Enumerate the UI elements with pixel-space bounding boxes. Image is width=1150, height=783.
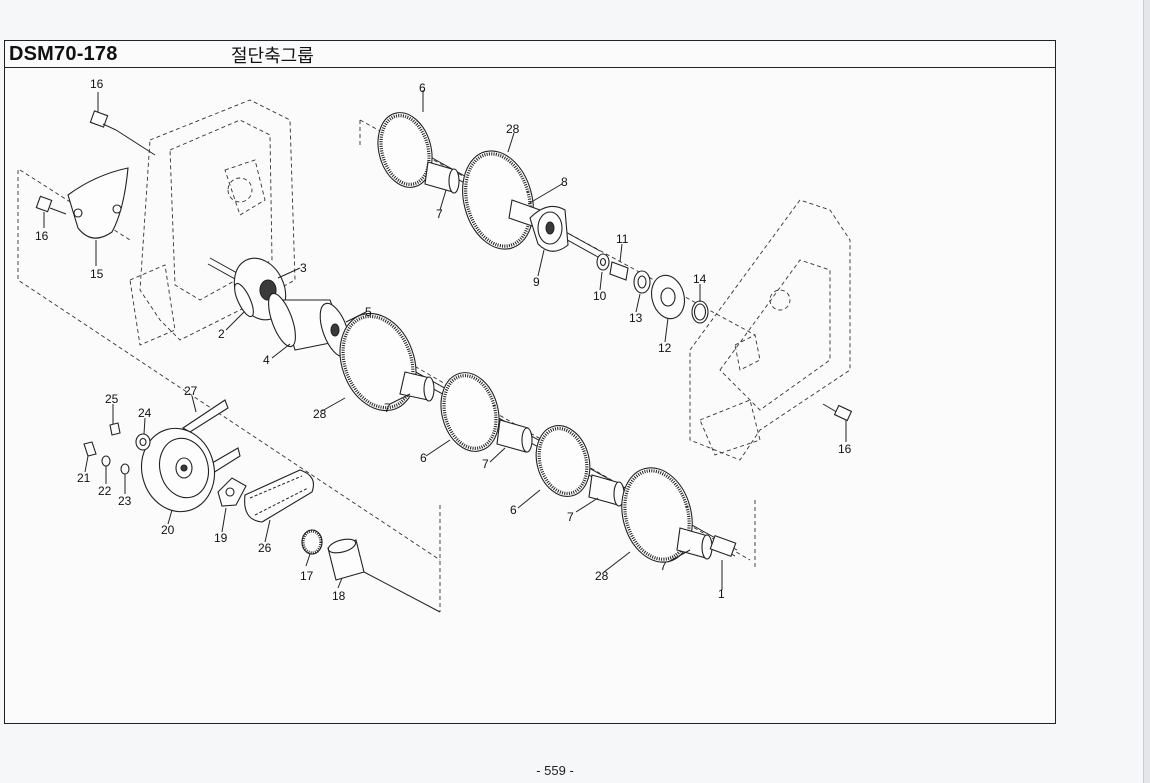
callout-18: 18 (332, 589, 346, 603)
callout-5: 5 (365, 305, 372, 319)
callout-7-b: 7 (482, 457, 489, 471)
pulley-assembly (83, 399, 441, 613)
screw-16-left (35, 195, 67, 215)
callout-28-b: 28 (595, 569, 609, 583)
callout-17: 17 (300, 569, 314, 583)
callout-6-b: 6 (510, 503, 517, 517)
callout-27: 27 (184, 384, 198, 398)
callout-21: 21 (77, 471, 91, 485)
callout-8: 8 (561, 175, 568, 189)
callout-19: 19 (214, 531, 228, 545)
callout-3: 3 (300, 261, 307, 275)
callout-15: 15 (90, 267, 104, 281)
callout-6-top: 6 (419, 81, 426, 95)
page-edge (1143, 0, 1150, 783)
title-bar: DSM70-178 절단축그룹 (5, 41, 1055, 68)
model-code: DSM70-178 (9, 43, 118, 65)
callout-25: 25 (105, 392, 119, 406)
right-frame-outline (689, 199, 851, 461)
callout-7-d: 7 (660, 559, 667, 573)
callout-1: 1 (718, 587, 725, 601)
upper-shaft-assembly (377, 112, 709, 324)
callout-7-c: 7 (567, 510, 574, 524)
callout-7-top: 7 (436, 207, 443, 221)
callout-26: 26 (258, 541, 272, 555)
callout-24: 24 (138, 406, 152, 420)
group-title: 절단축그룹 (231, 46, 314, 67)
callout-28-top: 28 (506, 122, 520, 136)
callout-13: 13 (629, 311, 643, 325)
callout-23: 23 (118, 494, 132, 508)
cover-plate-15 (67, 167, 129, 239)
screw-16-top (89, 110, 156, 156)
callout-11: 11 (616, 232, 629, 246)
callout-22: 22 (98, 484, 112, 498)
callout-10: 10 (593, 289, 607, 303)
callout-14: 14 (693, 272, 707, 286)
callout-28-a: 28 (313, 407, 327, 421)
callout-2: 2 (218, 327, 225, 341)
callout-12: 12 (658, 341, 672, 355)
callout-4: 4 (263, 353, 270, 367)
left-frame-outline (129, 99, 296, 346)
main-shaft-assembly (207, 257, 738, 563)
page-number: - 559 - (536, 763, 574, 778)
callout-16-top: 16 (90, 77, 104, 91)
callout-9: 9 (533, 275, 540, 289)
callouts: 16 15 16 2 3 4 5 28 7 6 7 6 7 28 7 1 6 2… (35, 77, 852, 603)
diagram-frame: DSM70-178 절단축그룹 (4, 40, 1056, 724)
callout-16-left: 16 (35, 229, 49, 243)
screw-16-right (822, 403, 853, 422)
callout-7-a: 7 (384, 401, 391, 415)
leader-lines (43, 90, 847, 590)
callout-16-right: 16 (838, 442, 852, 456)
callout-20: 20 (161, 523, 175, 537)
callout-6-a: 6 (420, 451, 427, 465)
